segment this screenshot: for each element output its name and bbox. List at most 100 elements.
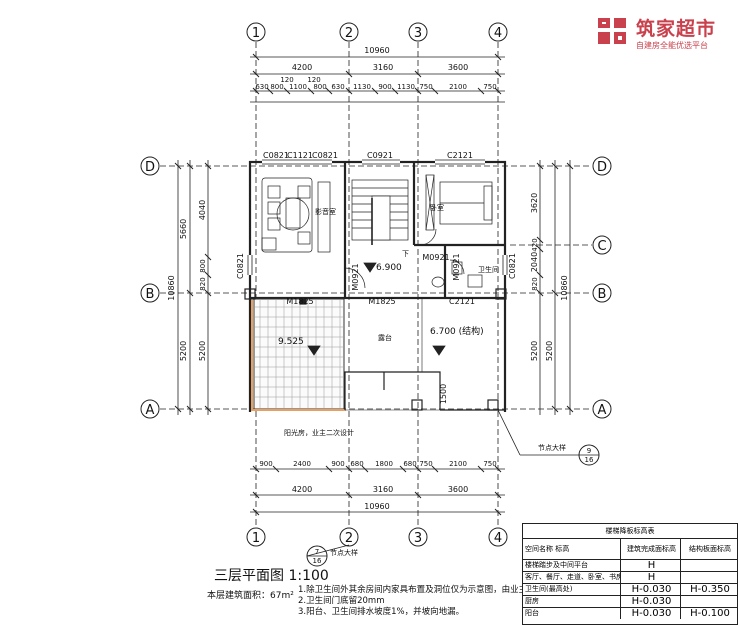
axis-bottom-2: 2 [345,531,353,546]
table-row: 阳台 H-0.030 H-0.100 [525,608,730,619]
room-study: 影音室 [315,207,336,216]
dim-left-inner-1: 4040 [198,200,207,220]
axis-top-2: 2 [345,26,353,41]
axis-top-1: 1 [252,26,260,41]
detail-bottom-den: 16 [313,557,322,565]
dim-bottom-sub-6: 680 [403,460,416,468]
door-m1825-a: M1825 [286,297,313,306]
dim-top-sub-b-8: 1130 [397,83,415,91]
axis-left-d: D [145,160,155,175]
axis-bottom-4: 4 [494,531,502,546]
axis-top-4: 4 [494,26,502,41]
stair-mark: 下 [402,250,409,258]
brand-logo: 筑家超市 自建房全能优选平台 [596,14,738,54]
detail-bottom-num: 7 [315,548,319,556]
dim-right-inner-b: 5200 [530,341,539,361]
dim-bottom-sub-8: 2100 [449,460,467,468]
dim-left-total: 10860 [167,275,176,300]
dim-left-inner-b: 5200 [198,341,207,361]
dim-top-sub-b-11: 750 [483,83,496,91]
dim-left-window: C0821 [236,253,245,279]
dim-bottom-sub-2: 2400 [293,460,311,468]
dim-bottom-bay-1: 4200 [292,485,312,494]
dim-bottom-total: 10960 [364,502,389,511]
table-row: 卫生间(最高处) H-0.030 H-0.350 [523,584,737,596]
dim-top-sub-a-2: 120 [307,76,320,84]
dim-right-outer: 5200 [545,341,554,361]
room-terrace: 露台 [378,333,392,342]
level-roof: 9.525 [278,337,304,347]
door-m0921-a: M0921 [422,253,449,262]
sunroom-note: 阳光房，业主二次设计 [284,428,354,437]
axis-right-c: C [597,239,606,254]
room-toilet: 卫生间 [478,265,499,274]
dim-top-sub-b-10: 2100 [449,83,467,91]
brand-slogan: 自建房全能优选平台 [636,41,708,50]
dim-bottom-sub-9: 750 [483,460,496,468]
dim-top-sub-b-1: 630 [255,83,268,91]
table-row: 客厅、餐厅、走道、卧室、书房 H [523,572,737,584]
window-c0921: C0921 [367,151,393,160]
dim-top-bay-3: 3600 [448,63,468,72]
dim-top-bay-2: 3160 [373,63,393,72]
table-row: 厨房 H-0.030 [523,596,737,608]
window-c2121: C2121 [447,151,473,160]
table-header-space: 空间名称 标高 [523,539,621,559]
table-caption: 楼梯降板标高表 [523,524,737,539]
dim-bottom-sub-5: 1800 [375,460,393,468]
dim-right-inner-3: 2040 [530,252,539,272]
dim-right-total: 10860 [560,275,569,300]
dim-top-total: 10960 [364,46,389,55]
axis-bottom-1: 1 [252,531,260,546]
dim-bottom-sub-7: 750 [419,460,432,468]
note-1: 1.除卫生间外其余房间内家具布置及洞位仅为示意图，由业主装修自理。 [298,585,570,595]
dim-right-inner-4: 820 [531,277,539,290]
note-2: 2.卫生间门底留20mm [298,596,385,606]
dim-left-inner-2: 800 [199,259,207,272]
axis-right-b: B [598,287,607,302]
elevation-table: 楼梯降板标高表 空间名称 标高 建筑完成面标高 结构板面标高 楼梯踏步及中间平台… [522,523,738,625]
dim-top-sub-b-3: 1100 [289,83,307,91]
dim-left-outer-1: 5660 [179,219,188,239]
room-bedroom: 卧室 [430,203,444,212]
dim-top-bay-1: 4200 [292,63,312,72]
note-3: 3.阳台、卫生间排水坡度1%，并坡向地漏。 [298,607,465,617]
drawing-title: 三层平面图 1:100 [214,568,329,584]
dim-top-sub-b-2: 800 [270,83,283,91]
table-row: 楼梯踏步及中间平台 H [523,560,737,572]
dim-bottom-bay-2: 3160 [373,485,393,494]
dim-1500: 1500 [439,384,448,404]
dim-top-sub-a-1: 120 [280,76,293,84]
brand-logo-icon [598,18,626,44]
axis-top-3: 3 [414,26,422,41]
detail-bottom-label: 节点大样 [330,548,358,557]
dim-bottom-sub-4: 680 [350,460,363,468]
door-m1825-b: M1825 [368,297,395,306]
dim-top-sub-b-7: 900 [378,83,391,91]
door-m0921-c: M0921 [452,253,461,280]
dim-left-inner-3: 820 [199,277,207,290]
window-c0821-a: C0821 [263,151,289,160]
window-c2121-b: C2121 [449,297,475,306]
dim-right-inner-2: 420 [531,238,539,251]
window-c1121: C1121 [287,151,313,160]
table-header-structure: 结构板面标高 [689,545,731,553]
dim-right-window: C0821 [508,253,517,279]
axis-left-a: A [146,403,155,418]
door-m0921-b: M0921 [351,263,360,290]
dim-bottom-sub-3: 900 [331,460,344,468]
detail-right-den: 16 [585,456,594,464]
dim-right-inner-1: 3620 [530,193,539,213]
level-floor: 6.900 [376,263,402,273]
dim-bottom-bay-3: 3600 [448,485,468,494]
window-c0821-b: C0821 [312,151,338,160]
detail-right-num: 9 [587,447,591,455]
floor-area: 本层建筑面积：67m² [207,591,294,601]
axis-bottom-3: 3 [414,531,422,546]
table-header-finish: 建筑完成面标高 [621,539,681,559]
axis-left-b: B [146,287,155,302]
axis-right-d: D [597,160,607,175]
drawing-notes: 1.除卫生间外其余房间内家具布置及洞位仅为示意图，由业主装修自理。 2.卫生间门… [298,585,570,618]
dim-top-sub-b-9: 750 [419,83,432,91]
